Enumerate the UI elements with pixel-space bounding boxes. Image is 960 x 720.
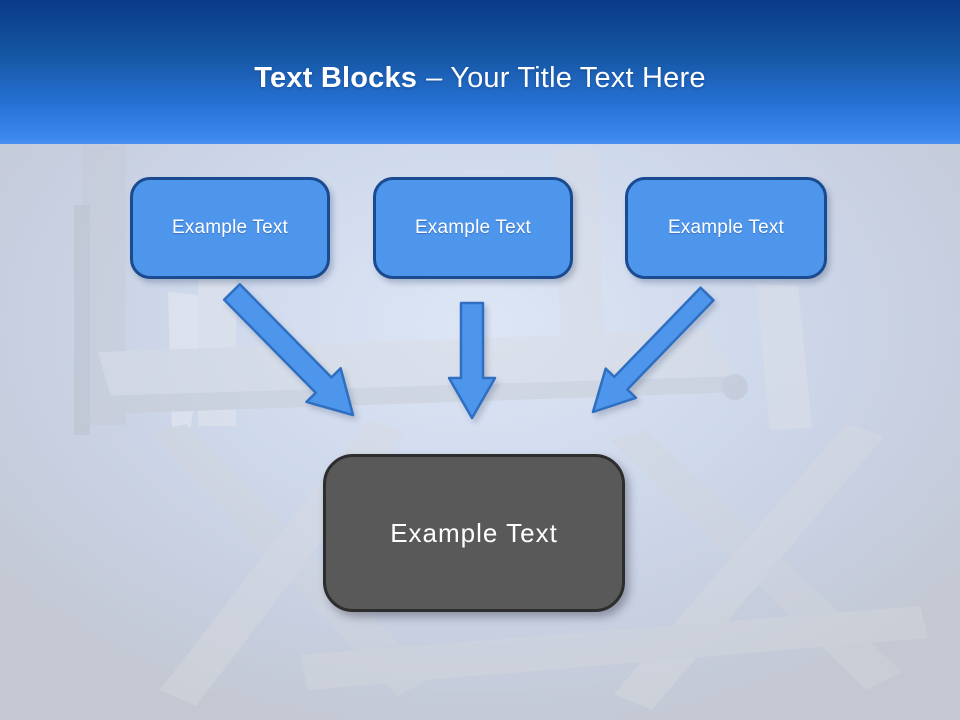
slide-header: Text Blocks– Your Title Text Here <box>0 0 960 144</box>
text-block-1-label: Example Text <box>171 217 289 238</box>
title-rest-text: – Your Title Text Here <box>426 61 706 94</box>
arrow-down-right-icon <box>222 283 355 417</box>
text-block-1: Example Text <box>130 177 330 279</box>
text-block-3-label: Example Text <box>667 217 785 238</box>
text-block-2: Example Text <box>373 177 573 279</box>
text-block-3: Example Text <box>625 177 827 279</box>
arrow-down-left-icon <box>591 286 715 414</box>
title-bold-text: Text Blocks <box>254 61 418 94</box>
arrow-down-icon <box>447 301 497 420</box>
text-block-2-label: Example Text <box>414 217 532 238</box>
target-block: Example Text <box>323 454 625 612</box>
target-block-label: Example Text <box>390 517 558 548</box>
page-title: Text Blocks– Your Title Text Here <box>254 50 705 95</box>
